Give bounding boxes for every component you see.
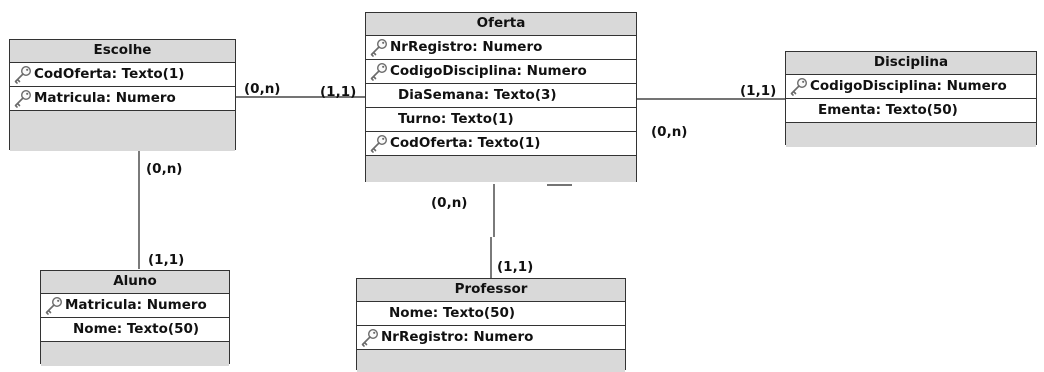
cardinality-label: (0,n) xyxy=(244,81,281,97)
cardinality-label: (0,n) xyxy=(431,195,468,211)
attribute-row: Turno: Texto(1) xyxy=(366,108,636,132)
key-icon xyxy=(790,77,808,96)
attribute-row: CodigoDisciplina: Numero xyxy=(366,60,636,84)
attribute-label: DiaSemana: Texto(3) xyxy=(398,87,557,103)
attribute-label: CodOferta: Texto(1) xyxy=(34,66,185,82)
entity-footer xyxy=(10,111,235,151)
attribute-row: NrRegistro: Numero xyxy=(357,326,625,350)
attribute-label: Nome: Texto(50) xyxy=(73,321,200,337)
entity-title: Escolhe xyxy=(10,40,235,63)
entity-oferta[interactable]: Oferta NrRegistro: Numero CodigoDiscipli… xyxy=(365,12,637,182)
attribute-label: NrRegistro: Numero xyxy=(390,39,543,55)
entity-footer xyxy=(357,350,625,372)
entity-footer xyxy=(41,342,229,366)
attribute-row: Nome: Texto(50) xyxy=(357,302,625,326)
entity-aluno[interactable]: Aluno Matricula: Numero Nome: Texto(50) xyxy=(40,270,230,366)
cardinality-label: (1,1) xyxy=(148,252,185,268)
cardinality-label: (1,1) xyxy=(740,83,777,99)
key-icon xyxy=(45,296,63,315)
entity-title: Oferta xyxy=(366,13,636,36)
entity-footer xyxy=(366,156,636,182)
cardinality-label: (1,1) xyxy=(320,84,357,100)
attribute-label: Matricula: Numero xyxy=(34,90,176,106)
attribute-label: Matricula: Numero xyxy=(65,297,207,313)
attribute-row: CodOferta: Texto(1) xyxy=(10,63,235,87)
attribute-label: CodigoDisciplina: Numero xyxy=(810,78,1007,94)
entity-title: Aluno xyxy=(41,271,229,294)
key-icon xyxy=(14,65,32,84)
attribute-label: Turno: Texto(1) xyxy=(398,111,514,127)
attribute-label: CodigoDisciplina: Numero xyxy=(390,63,587,79)
entity-title: Professor xyxy=(357,279,625,302)
attribute-label: Nome: Texto(50) xyxy=(389,305,516,321)
attribute-row: CodOferta: Texto(1) xyxy=(366,132,636,156)
attribute-label: Ementa: Texto(50) xyxy=(818,102,958,118)
cardinality-label: (0,n) xyxy=(651,124,688,140)
attribute-row: Ementa: Texto(50) xyxy=(786,99,1036,123)
key-icon xyxy=(370,38,388,57)
key-icon xyxy=(361,328,379,347)
attribute-row: Matricula: Numero xyxy=(10,87,235,111)
entity-footer xyxy=(786,123,1036,147)
attribute-label: CodOferta: Texto(1) xyxy=(390,135,541,151)
attribute-row: Nome: Texto(50) xyxy=(41,318,229,342)
attribute-row: Matricula: Numero xyxy=(41,294,229,318)
entity-escolhe[interactable]: Escolhe CodOferta: Texto(1) Matricula: N… xyxy=(9,39,236,151)
key-icon xyxy=(370,134,388,153)
attribute-row: DiaSemana: Texto(3) xyxy=(366,84,636,108)
attribute-row: CodigoDisciplina: Numero xyxy=(786,75,1036,99)
key-icon xyxy=(370,62,388,81)
entity-disciplina[interactable]: Disciplina CodigoDisciplina: Numero Emen… xyxy=(785,51,1037,147)
entity-title: Disciplina xyxy=(786,52,1036,75)
cardinality-label: (0,n) xyxy=(146,161,183,177)
attribute-row: NrRegistro: Numero xyxy=(366,36,636,60)
key-icon xyxy=(14,89,32,108)
attribute-label: NrRegistro: Numero xyxy=(381,329,534,345)
entity-professor[interactable]: Professor Nome: Texto(50) NrRegistro: Nu… xyxy=(356,278,626,372)
cardinality-label: (1,1) xyxy=(497,259,534,275)
